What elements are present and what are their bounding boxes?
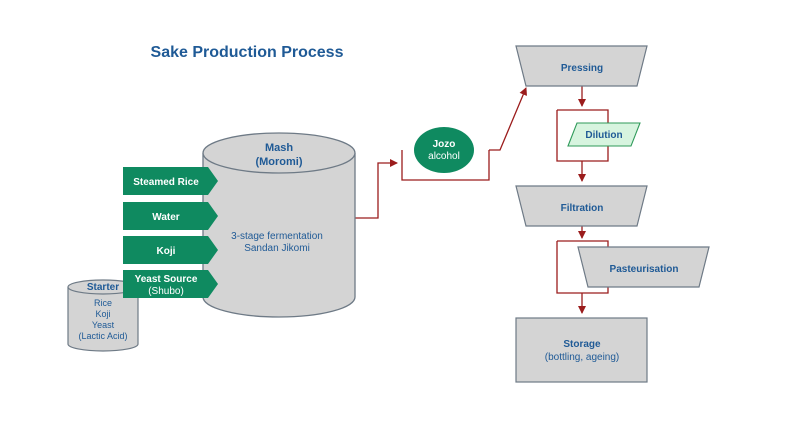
mash-description-line1: 3-stage fermentation <box>231 231 323 242</box>
pasteurisation-bypass-loop <box>556 240 609 294</box>
pasteurisation-step: Pasteurisation <box>577 246 710 288</box>
pasteurisation-label: Pasteurisation <box>610 264 679 275</box>
pressing-label: Pressing <box>561 63 603 74</box>
starter-title: Starter <box>87 282 119 293</box>
mash-title: Mash <box>265 142 293 154</box>
starter-item-yeast: Yeast <box>92 320 115 330</box>
input-steamed-rice-label: Steamed Rice <box>133 177 199 188</box>
mash-subtitle: (Moromi) <box>255 156 302 168</box>
starter-item-rice: Rice <box>94 298 112 308</box>
starter-item-koji: Koji <box>95 309 110 319</box>
storage-sublabel: (bottling, ageing) <box>545 352 620 363</box>
filtration-step: Filtration <box>515 185 648 227</box>
dilution-step: Dilution <box>567 122 641 147</box>
arrow-mash-to-loop <box>355 159 398 219</box>
dilution-bypass-loop <box>556 109 609 162</box>
arrow-loop-to-pressing <box>489 87 527 151</box>
input-koji-arrow <box>123 236 218 264</box>
input-koji-label: Koji <box>157 246 176 257</box>
input-steamed-rice-arrow <box>123 167 218 195</box>
starter-item-lactic-acid: (Lactic Acid) <box>78 331 127 341</box>
jozo-title: Jozo <box>433 139 456 150</box>
input-water-arrow <box>123 202 218 230</box>
filtration-label: Filtration <box>561 203 604 214</box>
diagram-title: Sake Production Process <box>151 44 344 61</box>
dilution-label: Dilution <box>585 130 622 141</box>
jozo-bypass-loop <box>401 150 490 181</box>
connectors <box>355 86 609 314</box>
input-water-label: Water <box>152 212 180 223</box>
pressing-step: Pressing <box>515 45 648 87</box>
jozo-subtitle: alcohol <box>428 151 460 162</box>
storage-step: Storage (bottling, ageing) <box>515 317 648 383</box>
input-yeast-source-label: Yeast Source <box>135 274 198 285</box>
input-arrows: Steamed Rice Water Koji Yeast Source (Sh… <box>123 167 218 298</box>
storage-label: Storage <box>563 339 601 350</box>
mash-description-line2: Sandan Jikomi <box>244 243 310 254</box>
input-yeast-source-sublabel: (Shubo) <box>148 286 184 297</box>
input-yeast-source-arrow <box>123 270 218 298</box>
mash-cylinder: Mash (Moromi) 3-stage fermentation Sanda… <box>202 132 356 318</box>
jozo-alcohol-node: Jozo alcohol <box>414 127 474 173</box>
